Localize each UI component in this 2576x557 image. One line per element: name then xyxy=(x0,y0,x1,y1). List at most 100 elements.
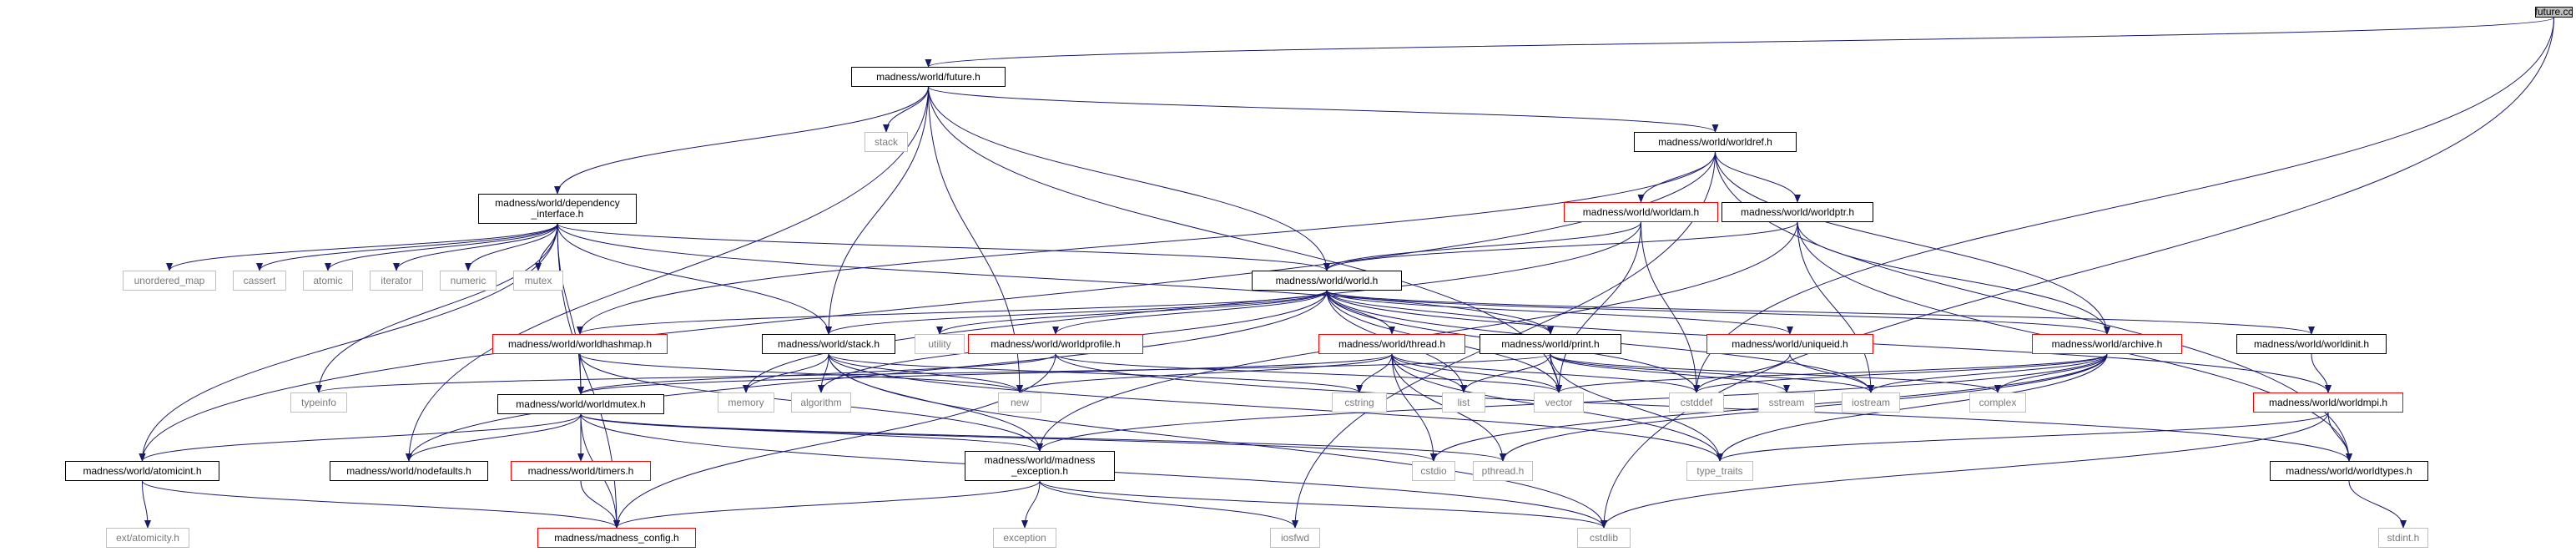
node-cassert: cassert xyxy=(233,271,286,291)
node-atomicint-h[interactable]: madness/world/atomicint.h xyxy=(65,461,219,481)
node-cstdlib: cstdlib xyxy=(1577,528,1631,548)
edge-worldmutex_h-to-atomicint_h xyxy=(139,413,582,462)
edge-future_h-to-dependency_interface_h xyxy=(554,86,929,195)
edge-stack_h-to-cstring xyxy=(828,353,1363,393)
edge-world_h-to-stack_h xyxy=(825,290,1328,335)
node-madness-exception-h[interactable]: madness/world/madness _exception.h xyxy=(965,451,1115,481)
node-cstdio: cstdio xyxy=(1412,461,1455,481)
edge-dependency_interface_h-to-numeric xyxy=(465,223,558,271)
node-cstring: cstring xyxy=(1332,392,1387,413)
edge-stack_h-to-algorithm xyxy=(818,353,829,393)
edge-thread_h-to-cstdio xyxy=(1391,353,1437,462)
node-memory: memory xyxy=(718,392,774,413)
node-worldinit-h[interactable]: madness/world/worldinit.h xyxy=(2236,334,2387,354)
edge-thread_h-to-worldmutex_h xyxy=(577,353,1393,395)
edge-worldam_h-to-world_h xyxy=(1323,221,1641,271)
edge-stack_h-to-memory xyxy=(743,353,829,393)
node-print-h[interactable]: madness/world/print.h xyxy=(1480,334,1621,354)
node-archive-h[interactable]: madness/world/archive.h xyxy=(2032,334,2182,354)
node-worldmpi-h[interactable]: madness/world/worldmpi.h xyxy=(2253,392,2403,413)
edge-archive_h-to-complex xyxy=(1994,353,2108,393)
node-worldtypes-h[interactable]: madness/world/worldtypes.h xyxy=(2270,461,2428,481)
edge-dependency_interface_h-to-cassert xyxy=(256,223,558,271)
edge-worldprofile_h-to-vector xyxy=(1055,353,1562,393)
edge-world_h-to-utility xyxy=(936,290,1328,335)
edge-worldmutex_h-to-nodefaults_h xyxy=(406,413,582,462)
edge-worldmutex_h-to-madness_exception_h xyxy=(580,413,1043,452)
edge-future_h-to-world_h xyxy=(928,86,1330,271)
edge-worldprofile_h-to-worldmutex_h xyxy=(577,353,1056,395)
edge-worldptr_h-to-iostream xyxy=(1797,221,1874,393)
node-vector: vector xyxy=(1534,392,1584,413)
edge-archive_h-to-type_traits xyxy=(1716,353,2108,462)
edge-uniqueid_h-to-cstddef xyxy=(1693,353,1791,393)
node-stack-h[interactable]: madness/world/stack.h xyxy=(762,334,895,354)
node-new: new xyxy=(998,392,1041,413)
node-typeinfo: typeinfo xyxy=(290,392,347,413)
node-mutex: mutex xyxy=(513,271,563,291)
edge-dependency_interface_h-to-typeinfo xyxy=(315,223,558,393)
node-algorithm: algorithm xyxy=(791,392,851,413)
edge-world_h-to-nodefaults_h xyxy=(406,290,1328,462)
edge-thread_h-to-cstddef xyxy=(1391,353,1700,393)
edge-world_h-to-print_h xyxy=(1326,290,1554,335)
edge-worldref_h-to-archive_h xyxy=(1715,151,2110,335)
node-future-h[interactable]: madness/world/future.h xyxy=(851,67,1006,87)
edge-future_h-to-worldref_h xyxy=(928,86,1719,133)
edge-archive_h-to-cstddef xyxy=(1693,353,2108,393)
edge-dependency_interface_h-to-atomicint_h xyxy=(139,223,558,462)
node-madness-config-h[interactable]: madness/madness_config.h xyxy=(537,528,696,548)
node-world-h[interactable]: madness/world/world.h xyxy=(1252,271,1402,291)
node-thread-h[interactable]: madness/world/thread.h xyxy=(1318,334,1465,354)
edge-worldmpi_h-to-type_traits xyxy=(1716,412,2329,462)
node-list: list xyxy=(1442,392,1485,413)
edge-madness_exception_h-to-iosfwd xyxy=(1039,480,1298,529)
edge-archive_h-to-vector xyxy=(1555,353,2108,393)
node-timers-h[interactable]: madness/world/timers.h xyxy=(511,461,651,481)
edge-atomicint_h-to-madness_config_h xyxy=(142,480,620,529)
node-worldptr-h[interactable]: madness/world/worldptr.h xyxy=(1722,202,1873,222)
node-worldref-h[interactable]: madness/world/worldref.h xyxy=(1634,132,1797,152)
edge-atomicint_h-to-ext_atomicity_h xyxy=(142,480,151,529)
node-utility: utility xyxy=(915,334,965,354)
edge-dependency_interface_h-to-print_h xyxy=(557,223,1554,335)
edge-print_h-to-type_traits xyxy=(1550,353,1723,462)
node-dependency-interface-h[interactable]: madness/world/dependency _interface.h xyxy=(478,194,637,224)
edge-worldprofile_h-to-madness_config_h xyxy=(613,353,1056,529)
node-iterator: iterator xyxy=(370,271,423,291)
edge-thread_h-to-new xyxy=(1016,353,1393,393)
edge-dependency_interface_h-to-stack_h xyxy=(557,223,832,335)
edge-worldam_h-to-memory xyxy=(743,221,1641,393)
edge-worldref_h-to-worldptr_h xyxy=(1715,151,1801,203)
edge-future_cc-to-cstdlib xyxy=(1601,17,2554,529)
node-atomic: atomic xyxy=(303,271,353,291)
node-worldmutex-h[interactable]: madness/world/worldmutex.h xyxy=(497,394,664,414)
edge-print_h-to-typeinfo xyxy=(315,353,1551,393)
node-complex: complex xyxy=(1969,392,2026,413)
edge-worldmpi_h-to-worldtypes_h xyxy=(2327,412,2352,462)
node-worldprofile-h[interactable]: madness/world/worldprofile.h xyxy=(968,334,1143,354)
edge-dependency_interface_h-to-atomic xyxy=(325,223,558,271)
edge-worldmpi_h-to-cstdlib xyxy=(1601,412,2329,529)
node-type-traits: type_traits xyxy=(1686,461,1753,481)
edge-thread_h-to-cstring xyxy=(1356,353,1393,393)
edge-worldam_h-to-cstddef xyxy=(1641,221,1700,393)
edge-worldinit_h-to-worldmpi_h xyxy=(2311,353,2332,393)
node-worldam-h[interactable]: madness/world/worldam.h xyxy=(1564,202,1718,222)
node-uniqueid-h[interactable]: madness/world/uniqueid.h xyxy=(1706,334,1873,354)
edge-dependency_interface_h-to-madness_config_h xyxy=(557,223,620,529)
edge-stack_h-to-cstdlib xyxy=(828,353,1607,529)
node-pthread-h: pthread.h xyxy=(1473,461,1533,481)
edge-print_h-to-complex xyxy=(1550,353,2001,393)
node-worldhashmap-h[interactable]: madness/world/worldhashmap.h xyxy=(492,334,668,354)
edge-madness_exception_h-to-madness_config_h xyxy=(613,480,1041,529)
edge-worldref_h-to-worldtypes_h xyxy=(1715,151,2352,462)
edge-world_h-to-uniqueid_h xyxy=(1326,290,1793,335)
edge-dependency_interface_h-to-worldmutex_h xyxy=(557,223,584,395)
edge-print_h-to-iostream xyxy=(1550,353,1874,393)
edge-future_cc-to-cstddef xyxy=(1693,17,2554,393)
edge-worldmutex_h-to-pthread_h xyxy=(580,413,1506,462)
node-nodefaults-h[interactable]: madness/world/nodefaults.h xyxy=(330,461,488,481)
edge-dependency_interface_h-to-world_h xyxy=(557,223,1330,271)
node-unordered-map: unordered_map xyxy=(123,271,216,291)
